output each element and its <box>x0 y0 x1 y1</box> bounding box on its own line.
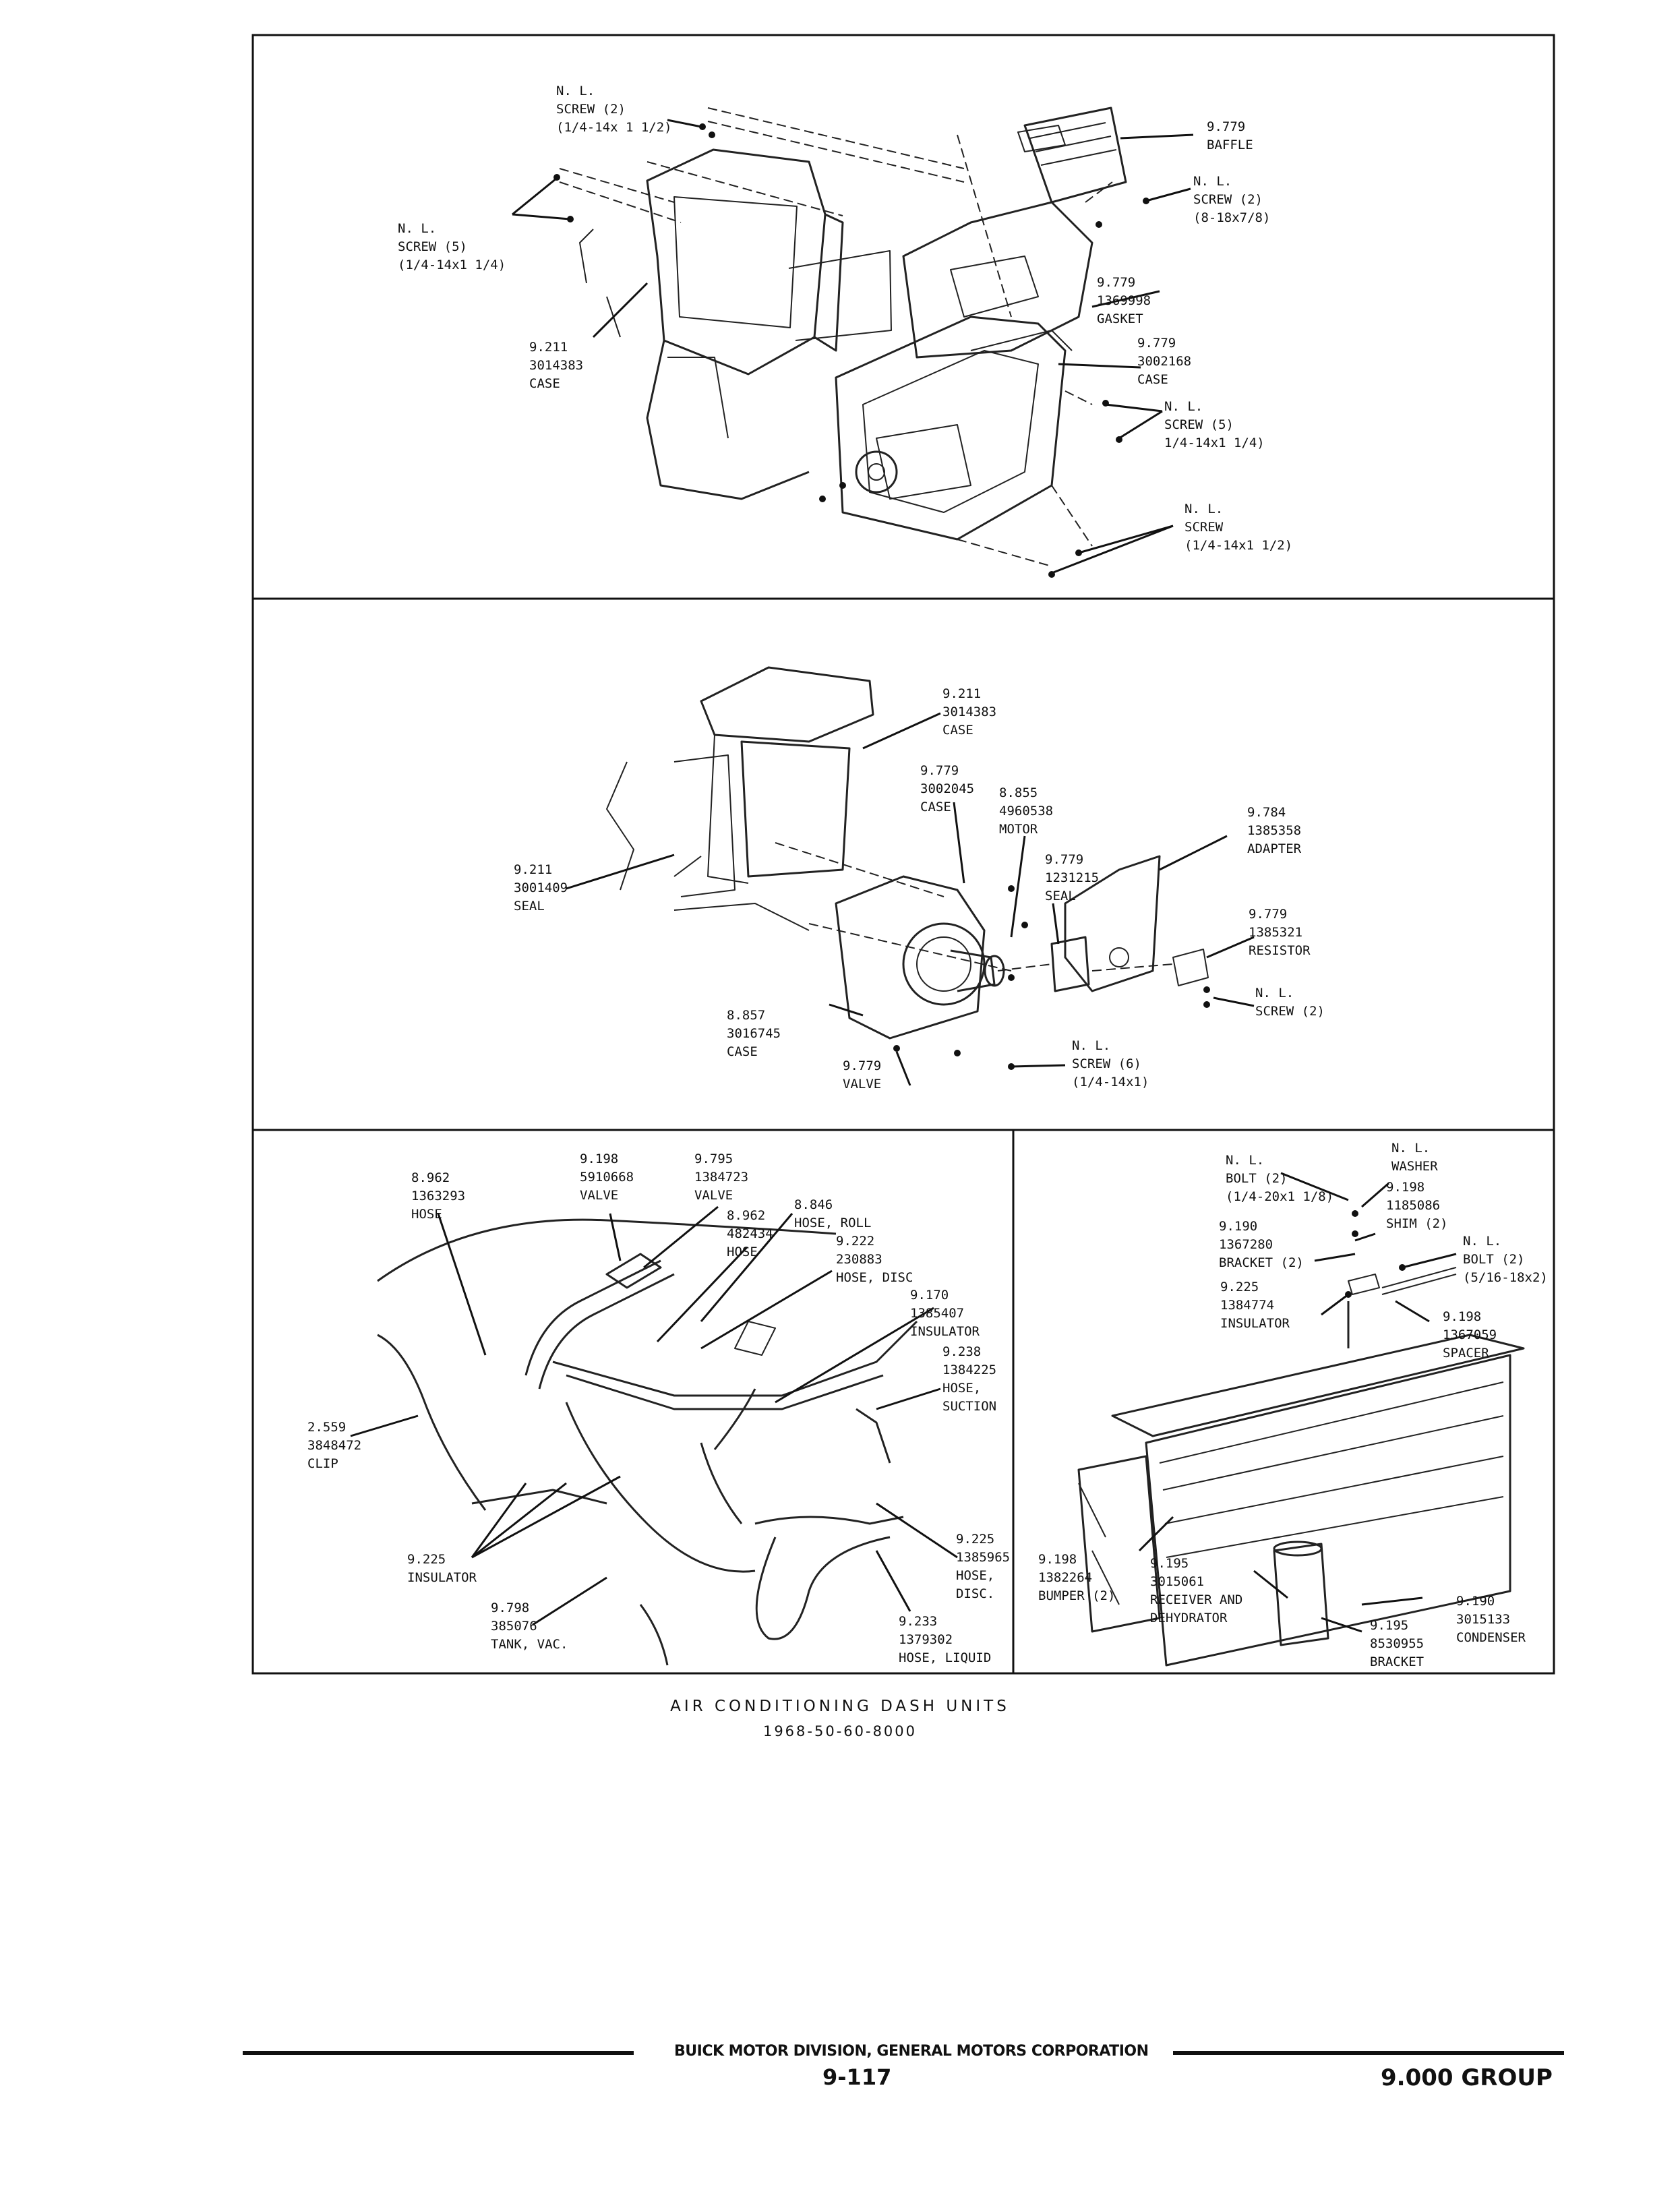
top-panel-screws <box>553 123 1149 578</box>
callout-nl-screw-2-baffle: N. L.SCREW (2)(8-18x7/8) <box>1193 174 1271 225</box>
middle-panel-screws <box>893 885 1210 1070</box>
middle-panel-drawing <box>606 666 1209 1040</box>
callout-nl-bolt-2-lower: N. L.BOLT (2)(5/16-18x2) <box>1463 1234 1548 1285</box>
callout-nl-screw-6: N. L.SCREW (6)(1/4-14x1) <box>1072 1038 1149 1089</box>
bottom-right-panel-arrows <box>1138 1172 1457 1633</box>
middle-panel-leader-lines <box>775 842 1174 972</box>
top-panel-leader-lines <box>559 107 1113 567</box>
callout-nl-screw-5-right: N. L.SCREW (5)1/4-14x1 1/4) <box>1164 399 1265 450</box>
bottom-left-panel-drawing <box>377 1218 918 1666</box>
callout-nl-screw-bottom: N. L.SCREW(1/4-14x1 1/2) <box>1184 502 1293 553</box>
diagram-caption-code: 1968-50-60-8000 <box>762 1723 918 1739</box>
callout-nl-washer: N. L.WASHER <box>1391 1141 1438 1174</box>
callout-nl-screw-2-mid: N. L.SCREW (2) <box>1255 986 1325 1019</box>
callout-nl-screw-2-top: N. L.SCREW (2)(1/4-14x 1 1/2) <box>556 84 672 135</box>
bottom-right-panel-hardware <box>1345 1210 1406 1298</box>
bottom-right-panel-drawing <box>1077 1267 1525 1667</box>
middle-panel-arrows <box>566 712 1255 1086</box>
top-panel-drawing <box>579 107 1127 541</box>
footer-page-number: 9-117 <box>822 2064 892 2090</box>
footer-publisher: BUICK MOTOR DIVISION, GENERAL MOTORS COR… <box>674 2043 1149 2060</box>
callout-nl-bolt-2-upper: N. L.BOLT (2)(1/4-20x1 1/8) <box>1226 1153 1334 1204</box>
footer-group: 9.000 GROUP <box>1381 2064 1553 2091</box>
bottom-left-panel-arrows <box>350 1205 958 1626</box>
callout-nl-screw-5-left: N. L.SCREW (5)(1/4-14x1 1/4) <box>398 221 506 272</box>
diagram-caption-title: AIR CONDITIONING DASH UNITS <box>670 1698 1010 1715</box>
panel-frame <box>251 34 1555 1675</box>
top-panel-arrows <box>512 119 1194 574</box>
